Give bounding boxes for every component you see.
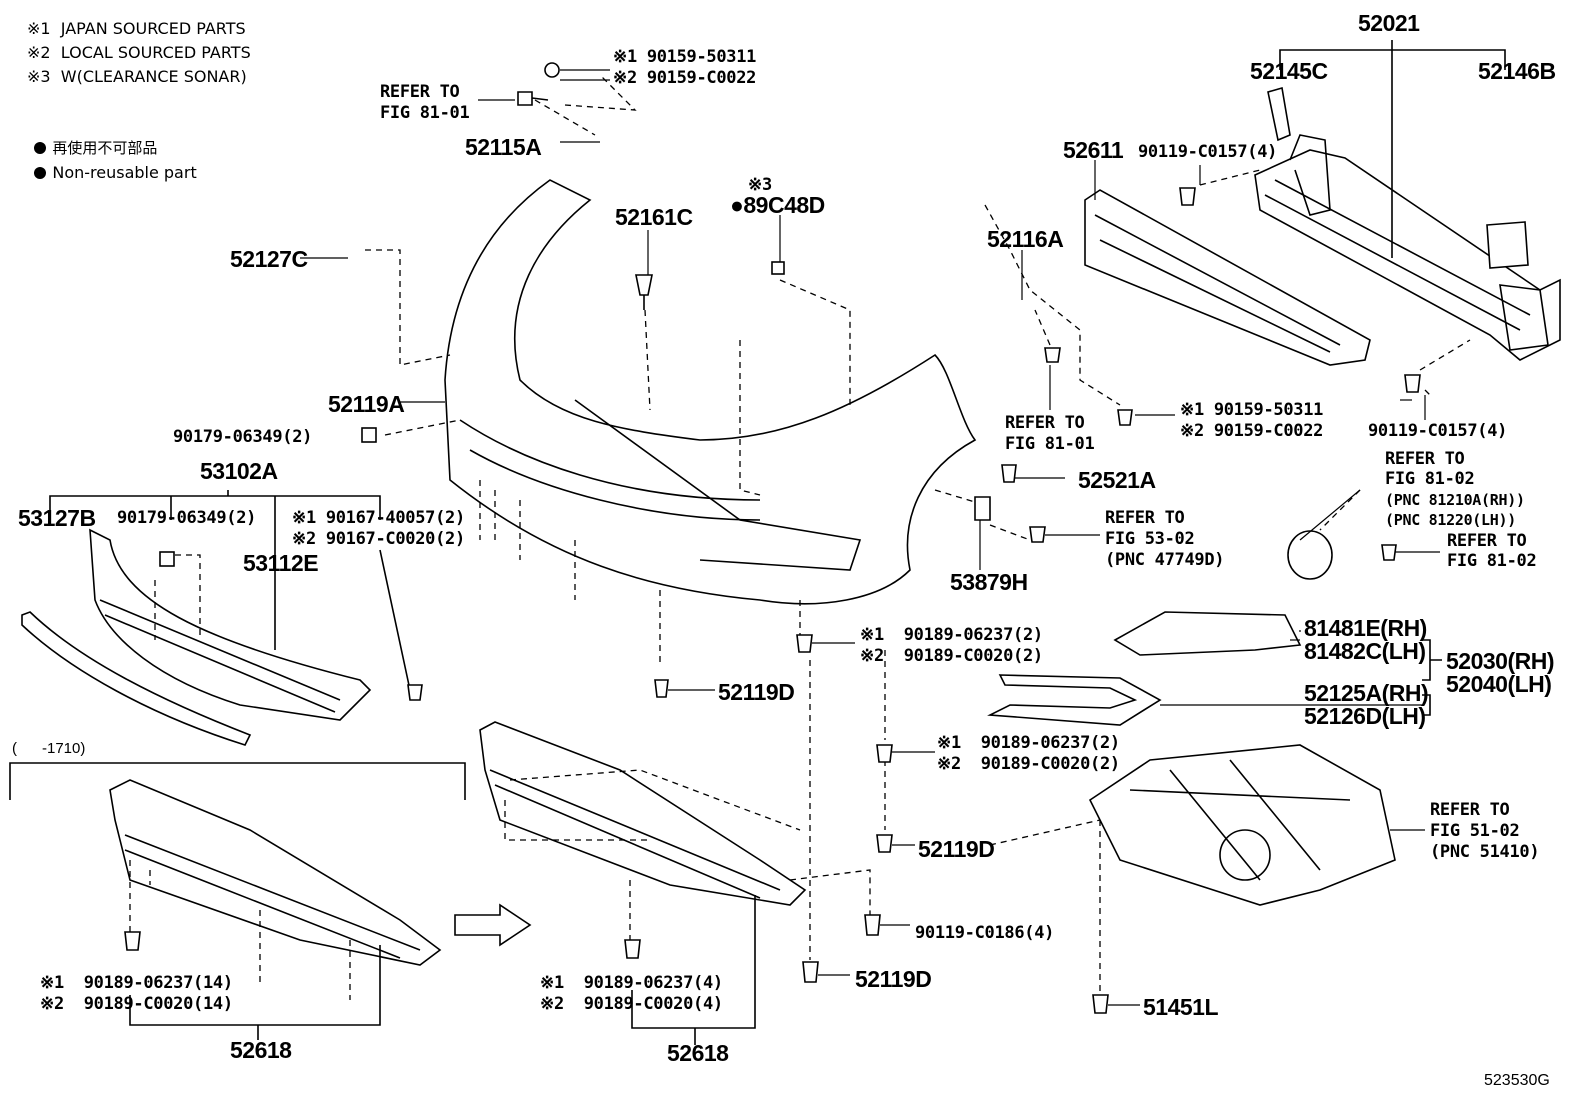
part-52119d-b[interactable]: 52119D	[918, 836, 995, 862]
lower-spoiler-middle	[479, 721, 807, 906]
part-52145c[interactable]: 52145C	[1250, 58, 1328, 84]
part-52125a[interactable]: 52125A(RH)	[1304, 680, 1429, 706]
refer-fig-51-02-line3[interactable]: (PNC 51410)	[1430, 842, 1540, 862]
refer-fig-81-02-line4[interactable]: (PNC 81220(LH))	[1385, 511, 1516, 529]
energy-absorber	[1084, 189, 1371, 366]
part-52030[interactable]: 52030(RH)	[1446, 648, 1555, 674]
part-90119-c0157-top[interactable]: 90119-C0157(4)	[1138, 142, 1278, 162]
bracket-52618-left	[129, 945, 381, 1040]
bracket-date	[9, 762, 466, 800]
refer-fig-81-01-a-line2[interactable]: FIG 81-01	[380, 103, 470, 123]
bracket-52030	[1422, 639, 1442, 716]
bullet-icon	[34, 167, 47, 179]
part-90179-06349-a[interactable]: 90179-06349(2)	[173, 427, 313, 447]
part-51451l[interactable]: 51451L	[1143, 994, 1219, 1020]
part-53112e[interactable]: 53112E	[243, 550, 319, 576]
part-89c48d[interactable]: ●89C48D	[730, 192, 825, 218]
part-90119-c0186[interactable]: 90119-C0186(4)	[915, 923, 1055, 943]
screw-90167-40057[interactable]: ※1 90167-40057(2)	[292, 508, 465, 528]
part-52119d-c[interactable]: 52119D	[855, 966, 932, 992]
clip-90189-c0020-a[interactable]: ※2 90189-C0020(2)	[860, 646, 1043, 666]
part-81482c[interactable]: 81482C(LH)	[1304, 638, 1426, 664]
molding-52125a	[987, 674, 1162, 726]
bracket-52618-mid	[631, 895, 756, 1045]
refer-fig-81-02-line2[interactable]: FIG 81-02	[1385, 469, 1475, 489]
solid-leaders	[300, 69, 1440, 1006]
clip-90189-c0020-b[interactable]: ※2 90189-C0020(2)	[937, 754, 1120, 774]
clip-90189-06237-d[interactable]: ※1 90189-06237(4)	[540, 973, 723, 993]
bracket-52146b	[1486, 221, 1529, 269]
part-52040[interactable]: 52040(LH)	[1446, 671, 1552, 697]
part-52116a[interactable]: 52116A	[987, 226, 1064, 252]
legend-note-1: ※1 JAPAN SOURCED PARTS	[27, 19, 246, 38]
clip-90189-06237-b[interactable]: ※1 90189-06237(2)	[937, 733, 1120, 753]
direction-arrow	[454, 903, 532, 947]
bumper-cover	[444, 179, 977, 605]
bracket-53102a	[49, 490, 411, 691]
nonreusable-jp-text: 再使用不可部品	[52, 139, 158, 157]
part-52127c[interactable]: 52127C	[230, 246, 308, 272]
part-53127b[interactable]: 53127B	[18, 505, 96, 531]
part-90179-06349-b[interactable]: 90179-06349(2)	[117, 508, 257, 528]
clip-90159-c0022-top[interactable]: ※2 90159-C0022	[613, 68, 757, 88]
leader-52021	[1279, 40, 1506, 258]
refer-fig-81-01-a[interactable]: REFER TO	[380, 82, 460, 102]
lower-spoiler-left	[109, 779, 442, 966]
fog-lamp	[1287, 530, 1333, 580]
clip-90159-50311-top[interactable]: ※1 90159-50311	[613, 47, 757, 67]
screw-90167-c0020[interactable]: ※2 90167-C0020(2)	[292, 529, 465, 549]
part-53102a[interactable]: 53102A	[200, 458, 278, 484]
part-52126d[interactable]: 52126D(LH)	[1304, 703, 1426, 729]
refer-fig-81-02[interactable]: REFER TO	[1385, 449, 1465, 469]
refer-fig-53-02-line3[interactable]: (PNC 47749D)	[1105, 550, 1225, 570]
clip-90189-c0020-c[interactable]: ※2 90189-C0020(14)	[40, 994, 233, 1014]
part-90119-c0157-bottom[interactable]: 90119-C0157(4)	[1368, 421, 1508, 441]
part-52161c[interactable]: 52161C	[615, 204, 693, 230]
part-81481e[interactable]: 81481E(RH)	[1304, 615, 1427, 641]
refer-fig-81-01-b[interactable]: REFER TO	[1005, 413, 1085, 433]
clip-90189-06237-c[interactable]: ※1 90189-06237(14)	[40, 973, 233, 993]
part-52146b[interactable]: 52146B	[1478, 58, 1556, 84]
bracket-52145c	[1267, 86, 1291, 142]
refer-fig-51-02-line2[interactable]: FIG 51-02	[1430, 821, 1520, 841]
legend-nonreusable-jp: 再使用不可部品	[14, 112, 157, 184]
legend-nonreusable-en: Non-reusable part	[14, 137, 197, 209]
date-range: ( -1710)	[12, 740, 86, 757]
clip-90189-c0020-d[interactable]: ※2 90189-C0020(4)	[540, 994, 723, 1014]
part-52618-left[interactable]: 52618	[230, 1037, 292, 1063]
refer-fig-81-02-b-line2[interactable]: FIG 81-02	[1447, 551, 1537, 571]
bullet-icon	[34, 142, 47, 154]
refer-fig-81-02-line3[interactable]: (PNC 81210A(RH))	[1385, 491, 1525, 509]
fasteners	[124, 62, 1421, 1014]
refer-fig-51-02[interactable]: REFER TO	[1430, 800, 1510, 820]
clip-90189-06237-a[interactable]: ※1 90189-06237(2)	[860, 625, 1043, 645]
clip-90159-50311-mid[interactable]: ※1 90159-50311	[1180, 400, 1324, 420]
part-52119d-a[interactable]: 52119D	[718, 679, 795, 705]
refer-fig-81-01-b-line2[interactable]: FIG 81-01	[1005, 434, 1095, 454]
part-52618-middle[interactable]: 52618	[667, 1040, 729, 1066]
nonreusable-en-text: Non-reusable part	[52, 163, 197, 182]
fog-cover	[1113, 611, 1302, 656]
refer-fig-53-02-line2[interactable]: FIG 53-02	[1105, 529, 1195, 549]
figure-code: 523530G	[1484, 1072, 1550, 1089]
part-52119a[interactable]: 52119A	[328, 391, 405, 417]
refer-fig-53-02[interactable]: REFER TO	[1105, 508, 1185, 528]
reinforcement-beam	[1254, 134, 1561, 361]
grille-assembly	[21, 528, 372, 746]
refer-fig-81-02-b[interactable]: REFER TO	[1447, 531, 1527, 551]
part-52115a[interactable]: 52115A	[465, 134, 542, 160]
engine-undercover	[1088, 744, 1396, 906]
part-53879h[interactable]: 53879H	[950, 569, 1028, 595]
clip-90159-c0022-mid[interactable]: ※2 90159-C0022	[1180, 421, 1324, 441]
note3-mark: ※3	[748, 175, 772, 195]
part-52611[interactable]: 52611	[1063, 137, 1124, 163]
part-52521a[interactable]: 52521A	[1078, 467, 1156, 493]
part-52021[interactable]: 52021	[1358, 10, 1420, 36]
dashed-leaders	[129, 74, 1471, 1000]
legend-note-3: ※3 W(CLEARANCE SONAR)	[27, 67, 247, 86]
legend-note-2: ※2 LOCAL SOURCED PARTS	[27, 43, 251, 62]
